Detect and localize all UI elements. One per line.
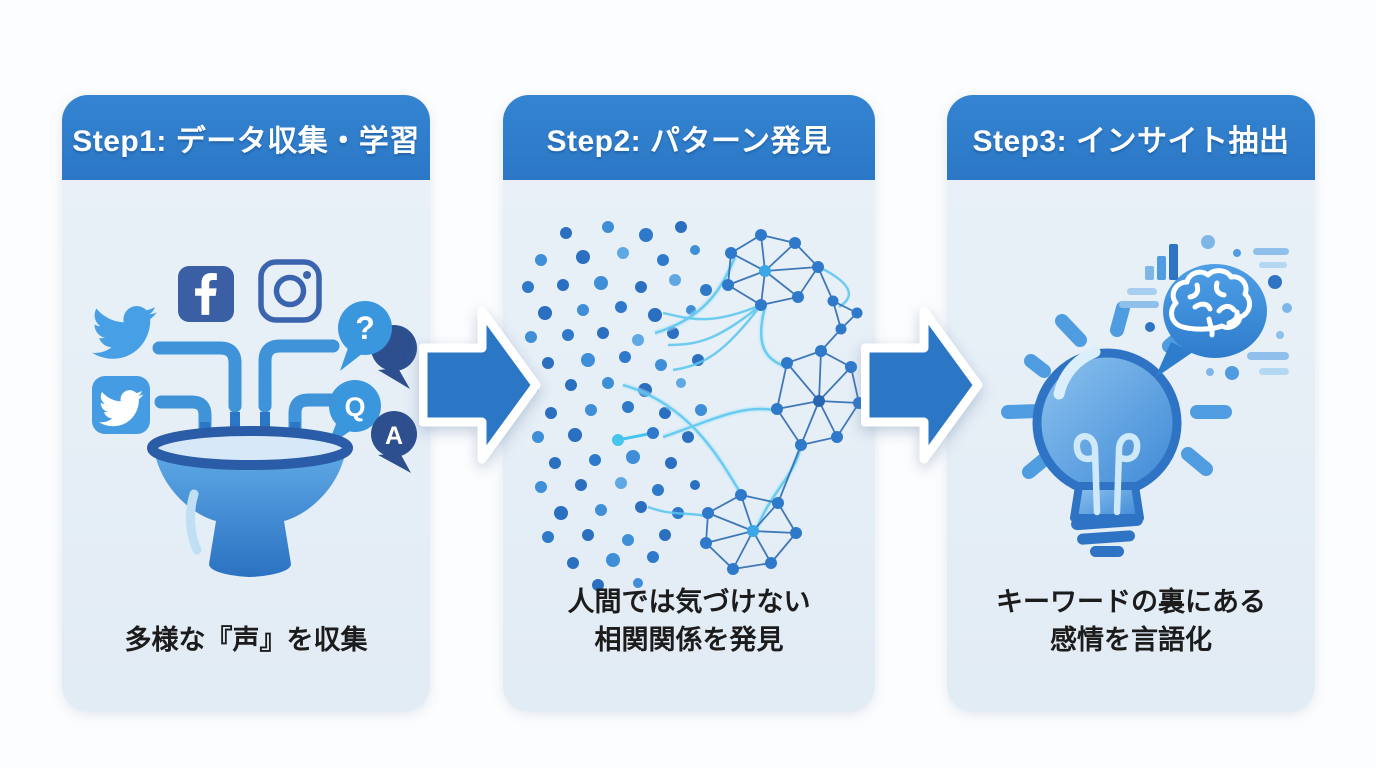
caption-line: 相関関係を発見 [594, 625, 784, 656]
step-3-title: Step3: インサイト抽出 [972, 124, 1290, 158]
step-3-caption: キーワードの裏にある 感情を言語化 [955, 584, 1307, 660]
twitter-square-icon [92, 376, 150, 434]
step-card-3: Step3: インサイト抽出 [947, 95, 1315, 712]
svg-text:A: A [385, 422, 403, 450]
step-2-caption: 人間では気づけない 相関関係を発見 [511, 584, 867, 660]
network-illustration [522, 221, 865, 591]
step-1-header: Step1: データ収集・学習 [62, 95, 430, 180]
lightbulb-icon [1032, 346, 1182, 557]
instagram-icon [258, 259, 322, 323]
step-card-1: Step1: データ収集・学習 ? [62, 95, 430, 712]
flow-arrow-1-icon [419, 306, 541, 464]
dot-cloud-icon [522, 221, 712, 591]
caption-line: 多様な『声』を収集 [124, 625, 368, 656]
step-2-title: Step2: パターン発見 [546, 124, 832, 158]
deco-dashes-icon [1119, 248, 1289, 375]
caption-line: キーワードの裏にある [996, 587, 1266, 618]
step-card-2: Step2: パターン発見 [503, 95, 875, 712]
deco-dots-icon [1145, 235, 1292, 380]
brain-bubble-icon [1155, 264, 1267, 378]
svg-text:?: ? [355, 310, 375, 346]
funnel-icon [147, 426, 353, 577]
flow-arrow-2-icon [861, 306, 983, 464]
qa-bubbles-icon: Q A [327, 380, 417, 473]
glow-links [622, 255, 851, 535]
twitter-bird-icon [92, 306, 157, 359]
svg-text:Q: Q [344, 392, 365, 422]
caption-line: 人間では気づけない [567, 587, 811, 618]
facebook-icon [178, 266, 234, 322]
step-1-title: Step1: データ収集・学習 [72, 124, 420, 158]
step-2-header: Step2: パターン発見 [503, 95, 875, 180]
step-3-header: Step3: インサイト抽出 [947, 95, 1315, 180]
step-1-caption: 多様な『声』を収集 [70, 622, 422, 660]
collector-pipes [152, 339, 340, 435]
network-cluster-icon [700, 229, 865, 575]
mini-bar-chart-icon [1145, 244, 1178, 280]
question-bubble-icon: ? [338, 301, 417, 389]
insight-illustration [1001, 235, 1292, 557]
social-funnel-illustration: ? Q A [92, 259, 417, 577]
caption-line: 感情を言語化 [1050, 625, 1212, 656]
